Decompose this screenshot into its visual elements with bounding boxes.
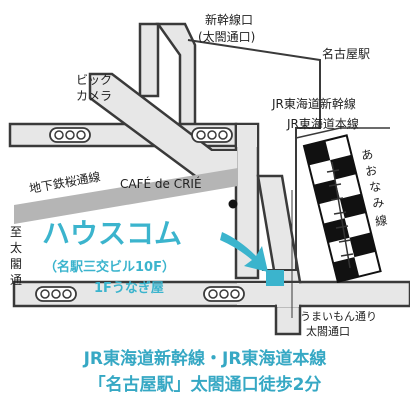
svg-text:線: 線 [374,212,388,229]
station-block [187,39,390,271]
label-subway-street: 地下鉄桜通線 [28,169,102,196]
svg-text:み: み [371,195,385,211]
rail-tracks [302,134,382,284]
store-branch: （名駅三交ビル10F） [44,259,175,275]
footer-line-1: JR東海道新幹線・JR東海道本線 [83,348,327,369]
svg-text:太: 太 [10,240,22,255]
road-right-lane [256,174,302,284]
road-vertical-central [234,122,260,280]
label-bic-camera-1: ビック [76,73,112,87]
label-shinkansen-exit: 新幹線口 [205,12,253,27]
svg-text:あ: あ [360,147,374,163]
destination-marker-icon [266,270,284,286]
svg-text:至: 至 [10,225,22,239]
label-taiko-exit-paren: (太閤通口) [198,29,255,44]
road-taiko-exit [274,304,302,336]
label-nagoya-station: 名古屋駅 [322,46,370,61]
label-taiko-exit: 太閤通口 [306,325,350,338]
location-dot-icon [228,199,238,209]
svg-text:通: 通 [10,273,22,287]
svg-text:な: な [368,179,382,195]
aonami-line [326,161,354,269]
label-to-taiko-dori: 至 太 閣 通 [10,225,22,287]
road-north-lane [138,22,160,98]
label-aonami-line: あ お な み 線 [360,147,388,229]
store-ground-floor: 1Fうなぎ屋 [94,280,164,296]
svg-text:お: お [364,163,378,179]
road-shinkansen-approach [155,22,197,127]
store-name: ハウスコム [42,217,182,250]
svg-text:閣: 閣 [10,257,22,271]
label-bic-camera-2: カメラ [76,89,112,103]
label-jr-shinkansen: JR東海道新幹線 [271,96,356,111]
subway-line [14,168,238,224]
label-umaimon-dori: うまいもん通り [300,310,377,323]
footer-line-2: 「名古屋駅」太閤通口徒歩2分 [89,374,322,395]
pointer-arrow-icon [220,232,268,272]
label-cafe: CAFÉ de CRIÉ [120,176,202,191]
traffic-signal-icon [35,127,245,302]
label-jr-main: JR東海道本線 [286,116,359,131]
